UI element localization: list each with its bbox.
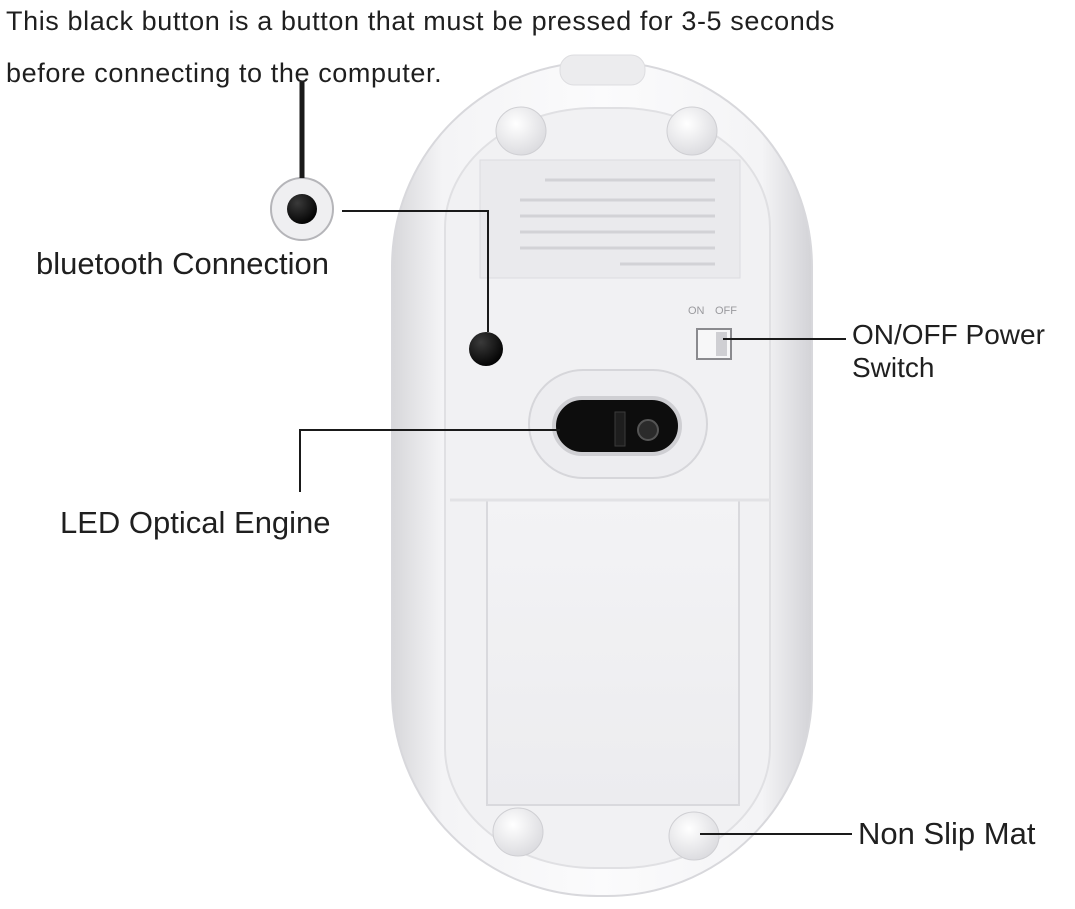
callout-power-switch-line-1: ON/OFF Power <box>852 319 1045 350</box>
callout-power-switch-line-2: Switch <box>852 352 935 383</box>
callout-bluetooth-connection: bluetooth Connection <box>36 246 330 281</box>
callout-non-slip-mat: Non Slip Mat <box>858 816 1036 851</box>
bluetooth-pair-button <box>469 332 503 366</box>
leader-lines <box>299 82 852 835</box>
optical-sensor-detail <box>614 411 626 447</box>
foot-pad-top-right <box>666 106 718 156</box>
foot-pad-bottom-left <box>492 807 544 857</box>
battery-cover <box>486 499 740 806</box>
optical-lens <box>637 419 659 441</box>
foot-pad-bottom-right <box>668 811 720 861</box>
leader-led <box>299 429 560 492</box>
button-magnified <box>287 194 317 224</box>
instruction-note-line-2: before connecting to the computer. <box>6 58 443 88</box>
switch-on-label: ON <box>688 305 705 317</box>
foot-pad-top-left <box>495 106 547 156</box>
leader-bluetooth <box>342 210 489 332</box>
switch-off-label: OFF <box>715 305 737 317</box>
instruction-note-line-1: This black button is a button that must … <box>6 6 836 36</box>
callout-led-optical-engine: LED Optical Engine <box>60 505 331 540</box>
label-faint-text <box>520 178 715 266</box>
mouse-top-nub <box>559 54 646 86</box>
power-switch-knob <box>716 332 727 356</box>
regulatory-label <box>479 159 741 279</box>
